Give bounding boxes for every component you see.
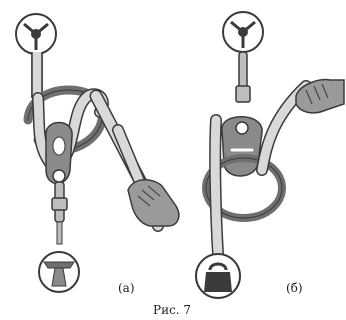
weight-b [196, 254, 240, 298]
panel-a: (а) [16, 14, 179, 295]
device-a [46, 123, 72, 184]
carabiner-upper-b [236, 52, 250, 102]
anchor-top-a [16, 14, 56, 54]
anchor-bottom-a [39, 252, 79, 292]
device-b [222, 117, 262, 176]
panel-label-a: (а) [118, 281, 135, 295]
figure-caption: Рис. 7 [153, 303, 191, 317]
panel-label-b: (б) [286, 281, 303, 295]
glove-a [128, 180, 179, 226]
carabiner-lower-a [52, 182, 67, 244]
anchor-top-b [223, 12, 263, 52]
panel-b: (б) [196, 12, 344, 298]
